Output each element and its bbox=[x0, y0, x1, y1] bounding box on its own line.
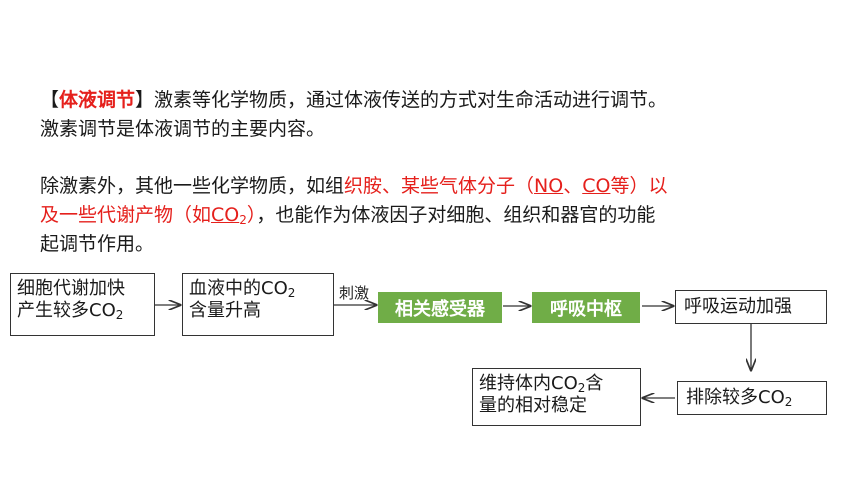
box-receptor: 相关感受器 bbox=[378, 292, 502, 323]
detail-line-2-red-co: CO2 bbox=[211, 204, 247, 227]
box-breathing-enhanced: 呼吸运动加强 bbox=[675, 290, 827, 324]
intro-line-2: 激素调节是体液调节的主要内容。 bbox=[40, 118, 326, 140]
detail-line-1-text: 除激素外，其他一些化学物质，如组 bbox=[40, 175, 345, 197]
detail-red-2: 等）以 bbox=[610, 175, 668, 197]
box-expel-co2: 排除较多CO2 bbox=[677, 381, 827, 415]
detail-line-2-red-b: ） bbox=[246, 204, 257, 226]
detail-line-1: 除激素外，其他一些化学物质，如组织胺、某些气体分子（NO、CO等）以 bbox=[40, 172, 667, 201]
detail-line-2: 及一些代谢产物（如CO2），也能作为体液因子对细胞、组织和器官的功能 bbox=[40, 201, 655, 230]
intro-line-1-text: 激素等化学物质，通过体液传送的方式对生命活动进行调节。 bbox=[154, 89, 668, 111]
box-blood-co2: 血液中的CO2 含量升高 bbox=[182, 273, 334, 336]
stimulus-label: 刺激 bbox=[339, 284, 370, 302]
bracket-close: 】 bbox=[135, 89, 155, 111]
box-respiratory-center: 呼吸中枢 bbox=[532, 292, 640, 323]
box-stable-co2: 维持体内CO2含 量的相对稳定 bbox=[472, 368, 641, 426]
term-body-fluid-regulation: 体液调节 bbox=[59, 89, 136, 111]
detail-line-2-text: ，也能作为体液因子对细胞、组织和器官的功能 bbox=[256, 204, 656, 226]
box-cell-metabolism: 细胞代谢加快 产生较多CO2 bbox=[10, 273, 155, 336]
detail-red-sep: 、 bbox=[563, 175, 583, 197]
intro-line-1: 【体液调节】激素等化学物质，通过体液传送的方式对生命活动进行调节。 bbox=[40, 86, 667, 115]
detail-red-co: CO bbox=[582, 175, 611, 197]
detail-red-1: 织胺、某些气体分子（ bbox=[344, 175, 535, 197]
detail-line-3: 起调节作用。 bbox=[40, 233, 155, 255]
detail-red-no: NO bbox=[534, 175, 564, 197]
detail-line-2-red-a: 及一些代谢产物（如 bbox=[40, 204, 212, 226]
bracket-open: 【 bbox=[40, 89, 60, 111]
